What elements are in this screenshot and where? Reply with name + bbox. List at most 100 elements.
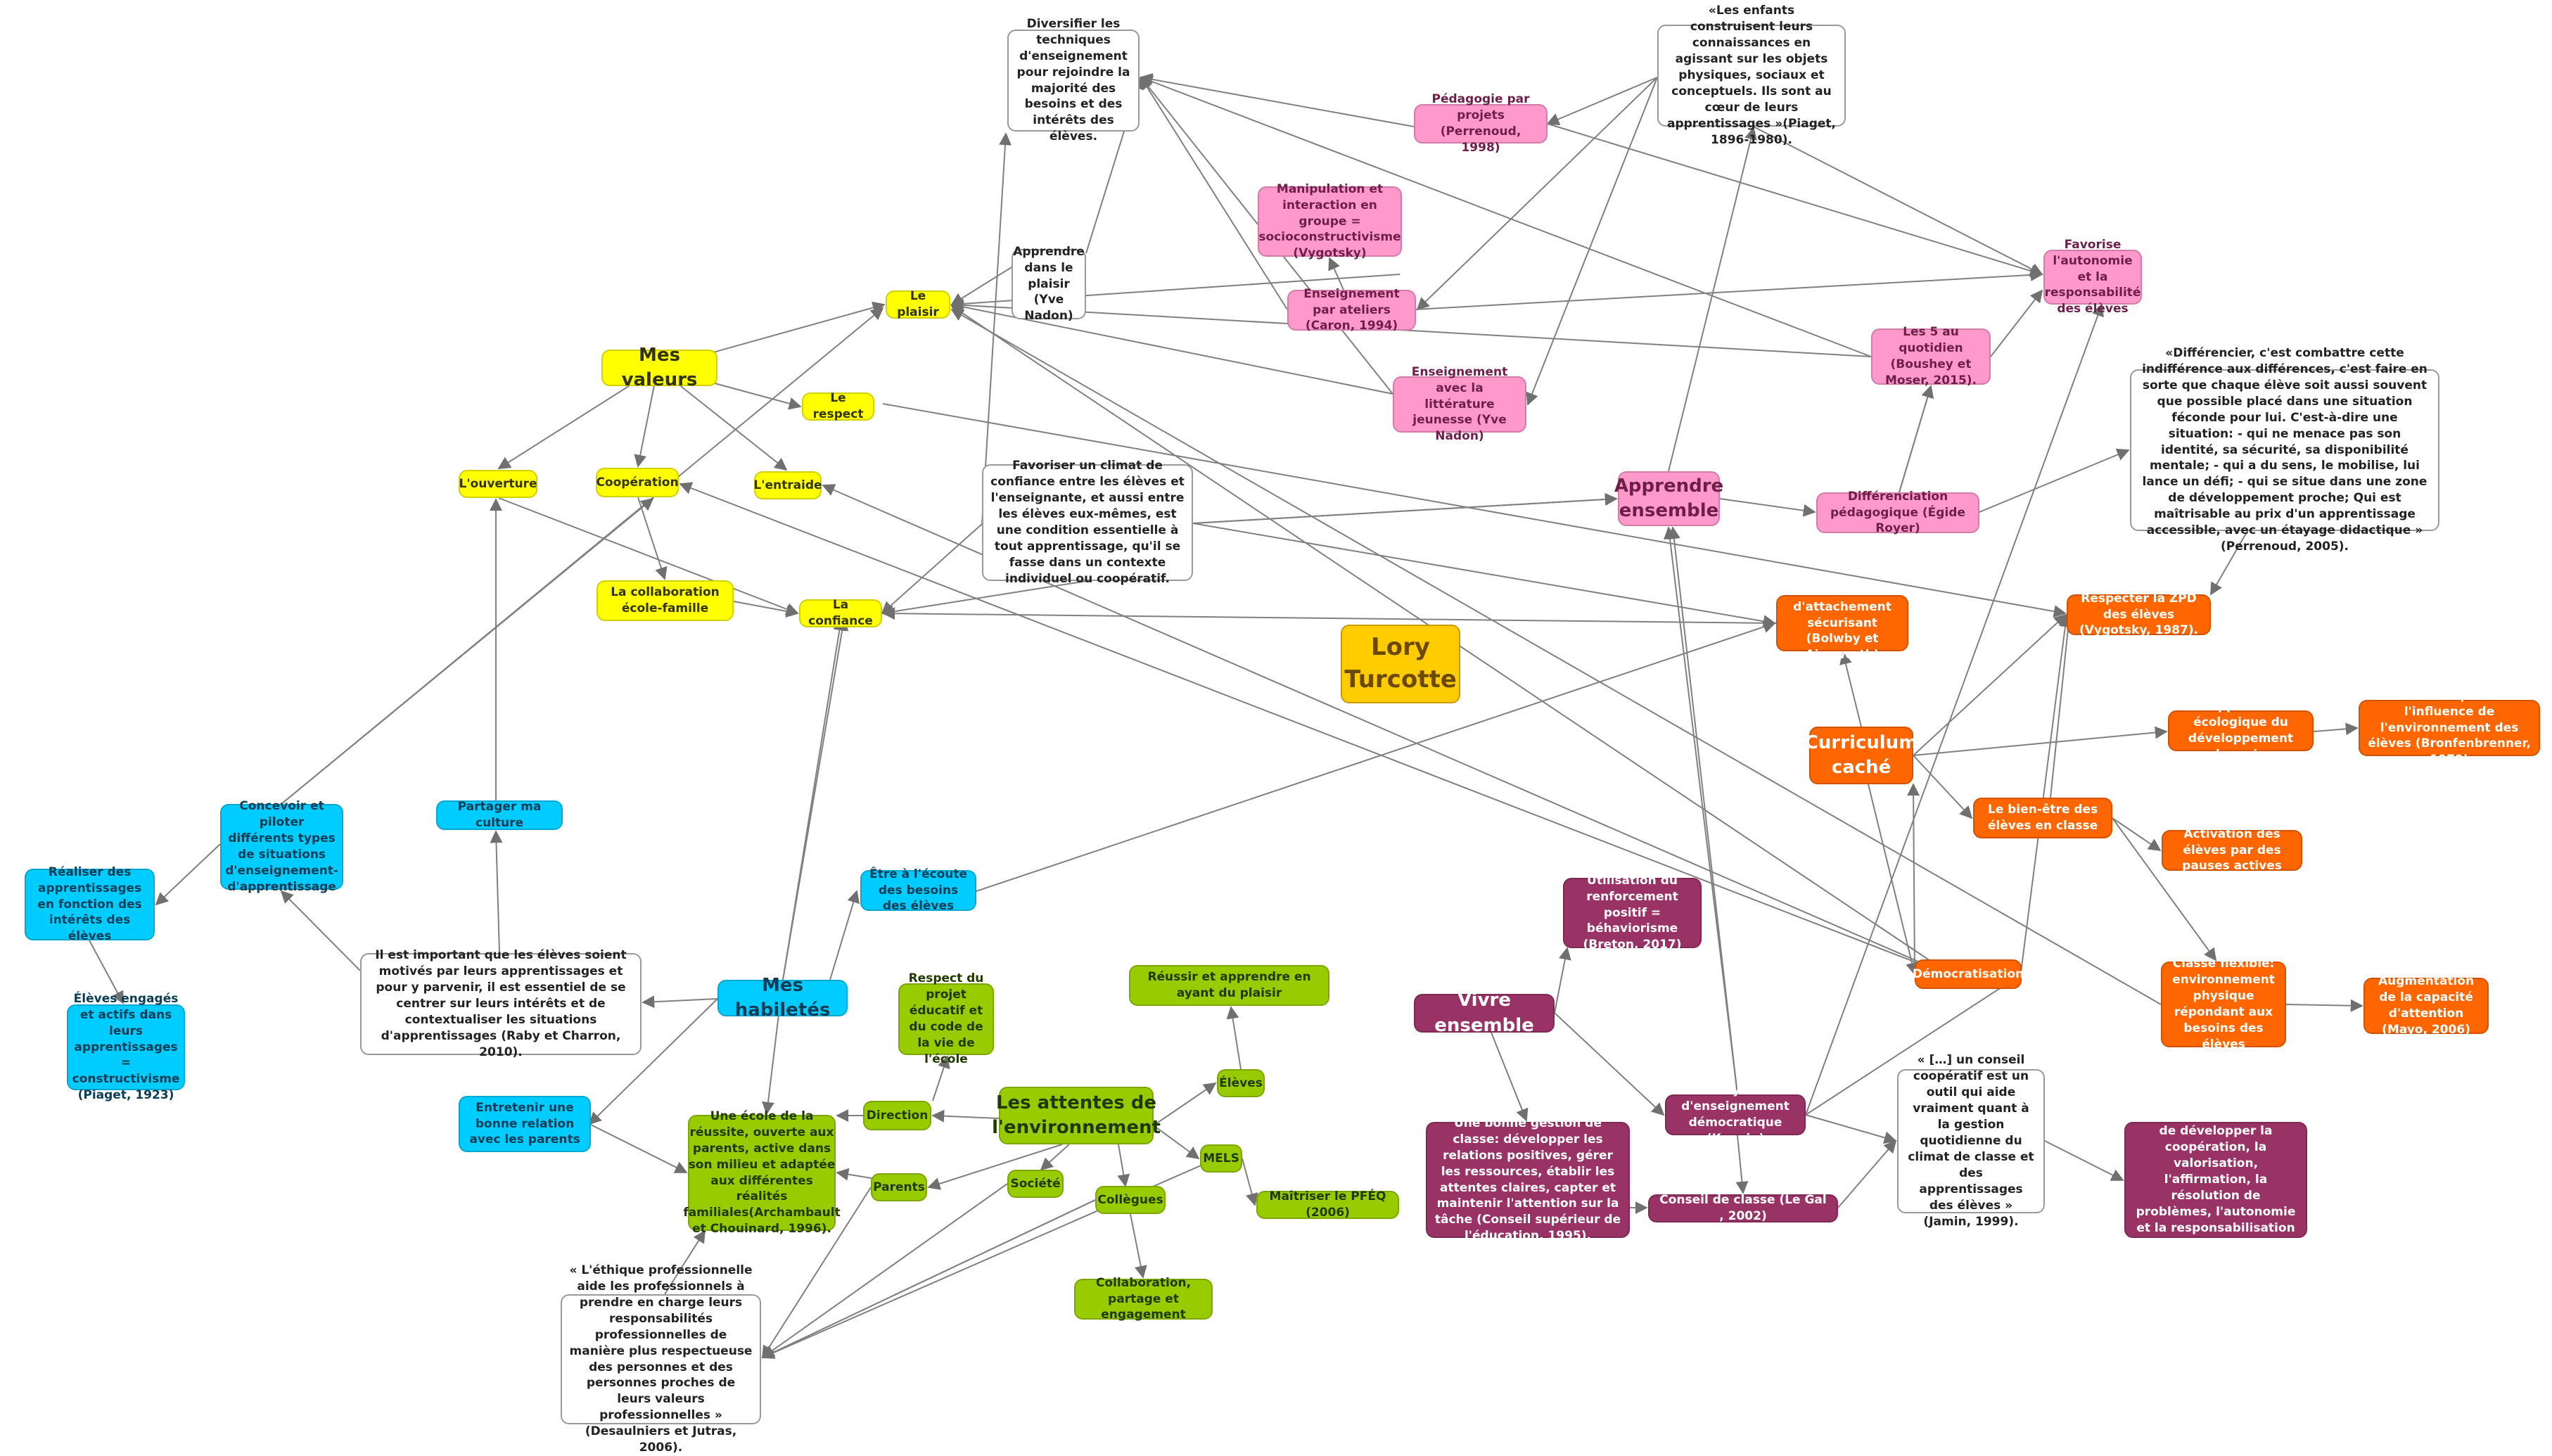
connector-arrow (1719, 498, 1816, 517)
connector-arrow (1192, 492, 1618, 524)
node-mels[interactable]: MELS (1200, 1144, 1242, 1173)
node-reussir-apprendre[interactable]: Réussir et apprendre en ayant du plaisir (1129, 965, 1329, 1006)
node-label: MELS (1203, 1151, 1239, 1166)
connector-arrow (761, 1183, 1008, 1359)
note-favoriser-climat[interactable]: Favoriser un climat de confiance entre l… (982, 459, 1193, 586)
node-entraide[interactable]: L'entraide (753, 471, 822, 499)
node-favorise-autonomie[interactable]: Favorise l'autonomie et la responsabilit… (2043, 238, 2142, 316)
node-collegues[interactable]: Collègues (1095, 1186, 1166, 1214)
node-manipulation[interactable]: Manipulation et interaction en groupe = … (1258, 182, 1402, 260)
node-label: « L'éthique professionnelle aide les pro… (569, 1263, 753, 1455)
node-etre-ecoute[interactable]: Être à l'écoute des besoins des élèves (860, 867, 976, 913)
node-la-confiance[interactable]: La confiance (799, 598, 882, 628)
connector-arrow (2050, 614, 2075, 798)
node-concevoir-piloter[interactable]: Concevoir et piloter différents types de… (220, 799, 343, 894)
connector-arrow (1491, 1032, 1529, 1122)
node-label: Curriculum caché (1804, 732, 1918, 778)
node-maitriser-pfeq[interactable]: Maîtriser le PFÉQ (2006) (1256, 1189, 1399, 1220)
connector-arrow (679, 482, 1956, 978)
connector-arrow (881, 580, 1087, 618)
connector-arrow (1735, 1135, 1749, 1194)
connector-arrow (588, 998, 718, 1125)
connector-arrow (2313, 722, 2359, 736)
node-vivre-ensemble[interactable]: Vivre ensemble (1414, 990, 1555, 1036)
node-respecter-zpd[interactable]: Respecter la ZPD des élèves (Vygotsky, 1… (2067, 592, 2211, 637)
connector-arrow (1805, 1114, 1897, 1144)
note-perrenoud-quote[interactable]: «Différencier, c'est combattre cette ind… (2130, 346, 2439, 554)
node-label: Permet de travailler et de développer la… (2136, 1108, 2296, 1251)
node-permet-travailler[interactable]: Permet de travailler et de développer la… (2124, 1108, 2307, 1251)
connector-arrow (1242, 1158, 1258, 1206)
node-label: L'ouverture (459, 476, 537, 491)
node-cooperation[interactable]: Coopération (596, 468, 679, 497)
node-parents[interactable]: Parents (871, 1173, 927, 1201)
node-lien-attachement[interactable]: Lien d'attachement sécurisant (Bolwby et… (1776, 584, 1908, 662)
node-label: Style d'enseignement démocratique (Kouni… (1681, 1083, 1789, 1146)
node-eleves-engages[interactable]: Élèves engagés et actifs dans leurs appr… (67, 992, 185, 1102)
node-conseil-classe[interactable]: Conseil de classe (Le Gal , 2002) (1648, 1193, 1838, 1223)
note-piaget-quote[interactable]: «Les enfants construisent leurs connaiss… (1657, 4, 1846, 147)
node-approche-ecologique[interactable]: Approche écologique du développement hum… (2168, 699, 2314, 762)
node-partager-culture[interactable]: Partager ma culture (436, 800, 563, 830)
note-ethique[interactable]: « L'éthique professionnelle aide les pro… (561, 1263, 761, 1455)
note-diversifier[interactable]: Diversifier les techniques d'enseignemen… (1007, 17, 1140, 143)
node-label: Une bonne gestion de classe: développer … (1434, 1116, 1621, 1244)
node-label: La collaboration école-famille (611, 585, 720, 615)
note-apprendre-plaisir[interactable]: Apprendre dans le plaisir (Yve Nadon) (1012, 245, 1086, 323)
connector-arrow (1554, 947, 1571, 1014)
node-label: Mes valeurs (621, 344, 698, 390)
node-mes-valeurs[interactable]: Mes valeurs (601, 345, 717, 390)
node-ouverture[interactable]: L'ouverture (459, 470, 537, 498)
node-le-respect[interactable]: Le respect (802, 391, 874, 421)
node-litterature[interactable]: Enseignement avec la littérature jeuness… (1393, 365, 1526, 443)
connector-arrow (761, 1199, 1096, 1359)
node-eleves[interactable]: Élèves (1217, 1069, 1265, 1097)
connector-arrow (1546, 77, 1658, 125)
connector-arrow (281, 497, 654, 805)
connector-arrow (1117, 1144, 1130, 1187)
node-classe-flexible[interactable]: Classe flexible: environnement physique … (2161, 957, 2286, 1052)
node-collaboration-partage[interactable]: Collaboration, partage et engagement (1074, 1276, 1213, 1322)
node-societe[interactable]: Société (1007, 1170, 1064, 1198)
node-style-enseignement[interactable]: Style d'enseignement démocratique (Kouni… (1665, 1083, 1806, 1146)
node-augmentation-attention[interactable]: Augmentation de la capacité d'attention … (2363, 974, 2489, 1037)
node-attentes-environnement[interactable]: Les attentes de l'environnement (992, 1087, 1161, 1144)
node-le-plaisir[interactable]: Le plaisir (886, 289, 950, 319)
node-realiser-apprentissages[interactable]: Réaliser des apprentissages en fonction … (25, 865, 155, 943)
node-collaboration-ecole-famille[interactable]: La collaboration école-famille (596, 580, 734, 621)
node-respect-projet[interactable]: Respect du projet éducatif et du code de… (898, 971, 994, 1066)
connector-arrow (1913, 726, 2168, 756)
connector-arrow (2020, 614, 2072, 978)
node-label: Le bien-être des élèves en classe (1987, 803, 2098, 833)
node-label: Élèves (1219, 1075, 1263, 1090)
node-label: Conseil de classe (Le Gal , 2002) (1659, 1193, 1827, 1223)
connector-arrow (829, 890, 860, 981)
node-label: Le respect (812, 391, 864, 421)
note-jamin-quote[interactable]: « […] un conseil coopératif est un outil… (1897, 1053, 2045, 1229)
node-apprendre-ensemble[interactable]: Apprendre ensemble (1614, 471, 1723, 526)
node-label: Partager ma culture (457, 800, 542, 830)
connector-arrow (1990, 289, 2043, 357)
connector-arrow (976, 620, 1776, 892)
node-differenciation[interactable]: Différenciation pédagogique (Égide Royer… (1816, 490, 1979, 535)
connector-arrow (1130, 1213, 1147, 1279)
node-direction[interactable]: Direction (863, 1101, 931, 1130)
node-gestion-classe[interactable]: Une bonne gestion de classe: développer … (1426, 1116, 1630, 1243)
central-topic[interactable]: Lory Turcotte (1341, 625, 1460, 703)
connector-arrow (1153, 1082, 1217, 1126)
node-les5-quotidien[interactable]: Les 5 au quotidien (Boushey et Moser, 20… (1871, 325, 1991, 388)
node-democratisation[interactable]: Démocratisation (1913, 959, 2024, 989)
node-curriculum-cache[interactable]: Curriculum caché (1805, 727, 1918, 784)
node-pedagogie-projets[interactable]: Pédagogie par projets (Perrenoud, 1998) (1414, 92, 1548, 155)
node-tenir-compte[interactable]: Tenir compte de l'influence de l'environ… (2359, 689, 2540, 767)
note-motives[interactable]: Il est important que les élèves soient m… (360, 948, 642, 1059)
node-ateliers[interactable]: Enseignement par ateliers (Caron, 1994) (1287, 287, 1416, 333)
node-mes-habiletes[interactable]: Mes habiletés (717, 975, 848, 1021)
node-label: Coopération (596, 475, 679, 490)
node-bien-etre[interactable]: Le bien-être des élèves en classe (1973, 798, 2112, 838)
node-activation[interactable]: Activation des élèves par des pauses act… (2162, 827, 2302, 873)
node-entretenir-relation[interactable]: Entretenir une bonne relation avec les p… (459, 1096, 591, 1152)
node-label: Collègues (1097, 1192, 1163, 1207)
node-renforcement-positif[interactable]: Utilisation du renforcement positif = bé… (1563, 874, 1702, 952)
node-ecole-reussite[interactable]: Une école de la réussite, ouverte aux pa… (683, 1109, 840, 1237)
